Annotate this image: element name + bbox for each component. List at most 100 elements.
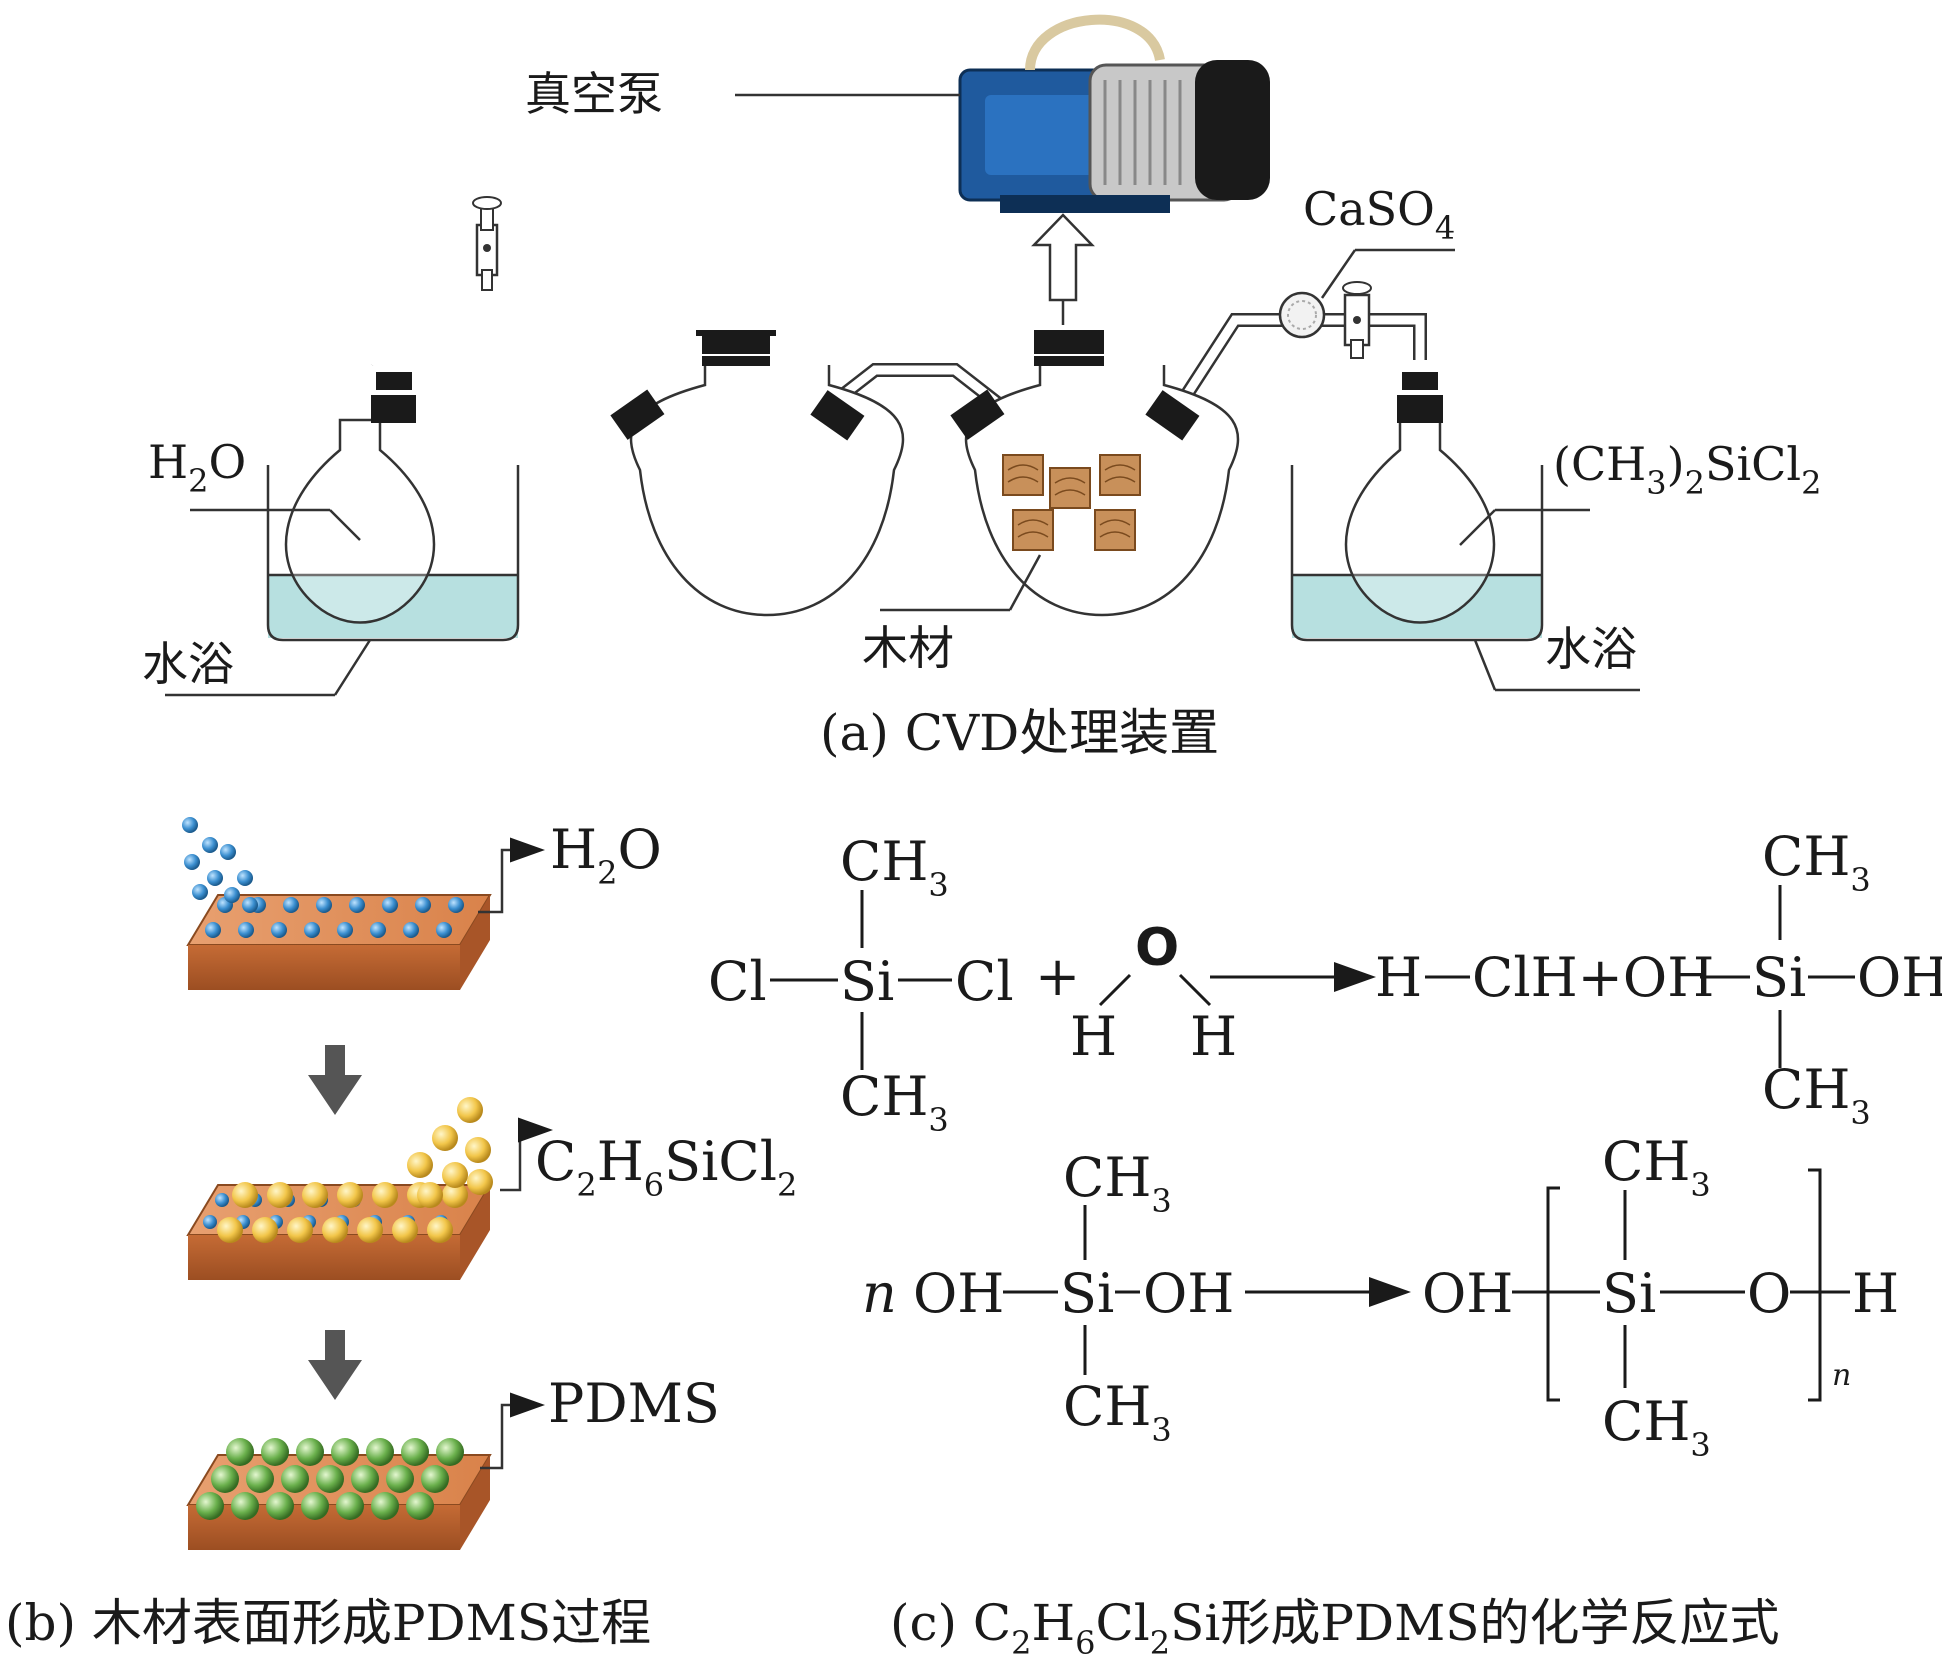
sicl-label-sub3: 2 (1801, 464, 1821, 502)
step2-label-b: H (597, 1130, 644, 1193)
r1-product-ch3-top: CH (1762, 825, 1850, 888)
caso4-leader-line (1320, 249, 1357, 299)
left-bath-label: 水浴 (142, 637, 234, 691)
pdms-sphere (281, 1465, 309, 1493)
r2-product-oh: OH (1422, 1262, 1513, 1325)
sicl-label-a: (CH (1553, 437, 1646, 491)
silane-molecules (203, 1097, 493, 1243)
silane-sphere (217, 1217, 243, 1243)
water-sphere (448, 897, 464, 913)
caso4-subscript: 4 (1435, 209, 1455, 247)
water-sphere (184, 854, 200, 870)
caption-a: (a) CVD处理装置 (820, 704, 1219, 762)
pump-label: 真空泵 (525, 67, 663, 121)
three-neck-flask-2 (950, 330, 1240, 617)
water-sphere (182, 817, 198, 833)
step1-label-sub: 2 (597, 854, 617, 892)
r1-oh-right: OH (1857, 946, 1942, 1009)
left-bath-leader-line (333, 639, 372, 696)
sicl-label-sub1: 3 (1646, 464, 1666, 502)
water-sphere (349, 897, 365, 913)
water-o: O (1135, 918, 1179, 978)
caso4-drying-bulb (1278, 291, 1326, 339)
wood-leader-line (1008, 554, 1042, 611)
water-sphere (215, 1193, 229, 1207)
silane-sphere (432, 1125, 458, 1151)
pdms-sphere (406, 1492, 434, 1520)
step3-label: PDMS (548, 1372, 720, 1435)
left-water-bath (266, 465, 520, 642)
sicl-leader-line (1459, 509, 1496, 546)
pdms-sphere (401, 1438, 429, 1466)
water-sphere (304, 922, 320, 938)
r2-oh-right: OH (1143, 1262, 1234, 1325)
svg-text:CH3: CH3 (1063, 1375, 1172, 1449)
pdms-sphere (366, 1438, 394, 1466)
r2-product-si: Si (1602, 1262, 1656, 1325)
silane-sphere (337, 1182, 363, 1208)
step2-label-sub1: 2 (576, 1166, 596, 1204)
water-sphere (283, 897, 299, 913)
reaction-2: CH3 n OH Si OH CH3 OH Si O n H CH3 CH3 (862, 1130, 1899, 1464)
r1-si-product: Si (1752, 946, 1806, 1009)
r2-product-h: H (1852, 1262, 1899, 1325)
panel-b-process: H2O C2H6SiCl2 PDMS (b) 木材表面形成PDMS过程 (5, 817, 797, 1652)
pdms-sphere (246, 1465, 274, 1493)
down-arrow-2-icon (308, 1330, 362, 1400)
panel-a-apparatus: 真空泵 (142, 14, 1821, 762)
sicl-label-sub2: 2 (1685, 464, 1705, 502)
water-h-right: H (1190, 1005, 1237, 1068)
pdms-sphere (231, 1492, 259, 1520)
down-arrow-1-icon (308, 1045, 362, 1115)
r1-ch3-bottom: CH (840, 1065, 928, 1128)
svg-text:H2O: H2O (550, 818, 662, 892)
svg-text:C2H6SiCl2: C2H6SiCl2 (535, 1130, 797, 1204)
r2-ch3-top: CH (1063, 1146, 1151, 1209)
silane-sphere (442, 1182, 468, 1208)
bracket-left (1546, 1186, 1560, 1402)
pdms-sphere (196, 1492, 224, 1520)
water-sphere (415, 897, 431, 913)
silane-sphere (322, 1217, 348, 1243)
silane-sphere (267, 1182, 293, 1208)
pdms-sphere (386, 1465, 414, 1493)
middle-tube (825, 363, 1005, 411)
water-sphere (370, 922, 386, 938)
pdms-sphere (316, 1465, 344, 1493)
step2-label-c: SiCl (664, 1130, 777, 1193)
wood-label: 木材 (862, 621, 954, 675)
water-sphere (224, 887, 240, 903)
r2-ch3-bottom: CH (1063, 1375, 1151, 1438)
water-sphere (207, 870, 223, 886)
water-sphere (337, 922, 353, 938)
caso4-label: CaSO (1303, 182, 1435, 236)
water-sphere (382, 897, 398, 913)
water-molecules (182, 817, 464, 938)
right-bath-leader-line (1473, 639, 1497, 691)
step2-arrow (500, 1117, 553, 1192)
pdms-layer (196, 1438, 464, 1520)
r2-n: n (862, 1262, 897, 1325)
svg-text:CH3: CH3 (1063, 1146, 1172, 1220)
h2o-label-h: H (148, 435, 188, 489)
water-sphere (238, 922, 254, 938)
silane-sphere (357, 1217, 383, 1243)
silane-sphere (442, 1162, 468, 1188)
caption-b: (b) 木材表面形成PDMS过程 (5, 1594, 651, 1652)
step1-label-o: O (617, 818, 661, 881)
reaction-1: CH3 Cl Si Cl CH3 + O H H H ClH+OH Si OH … (708, 825, 1942, 1139)
step3-arrow (480, 1392, 545, 1470)
pdms-sphere (371, 1492, 399, 1520)
wood-board-1 (186, 894, 492, 990)
r1-product-ch3-bottom: CH (1762, 1058, 1850, 1121)
r2-si: Si (1060, 1262, 1114, 1325)
water-sphere (271, 922, 287, 938)
svg-text:(c) C2H6Cl2Si形成PDMS的化学反应式: (c) C2H6Cl2Si形成PDMS的化学反应式 (890, 1594, 1780, 1659)
left-stopcock (472, 196, 502, 291)
svg-text:CH3: CH3 (1762, 825, 1871, 899)
r1-h: H (1375, 946, 1422, 1009)
pdms-sphere (336, 1492, 364, 1520)
pdms-sphere (261, 1438, 289, 1466)
right-flask (1344, 372, 1496, 624)
